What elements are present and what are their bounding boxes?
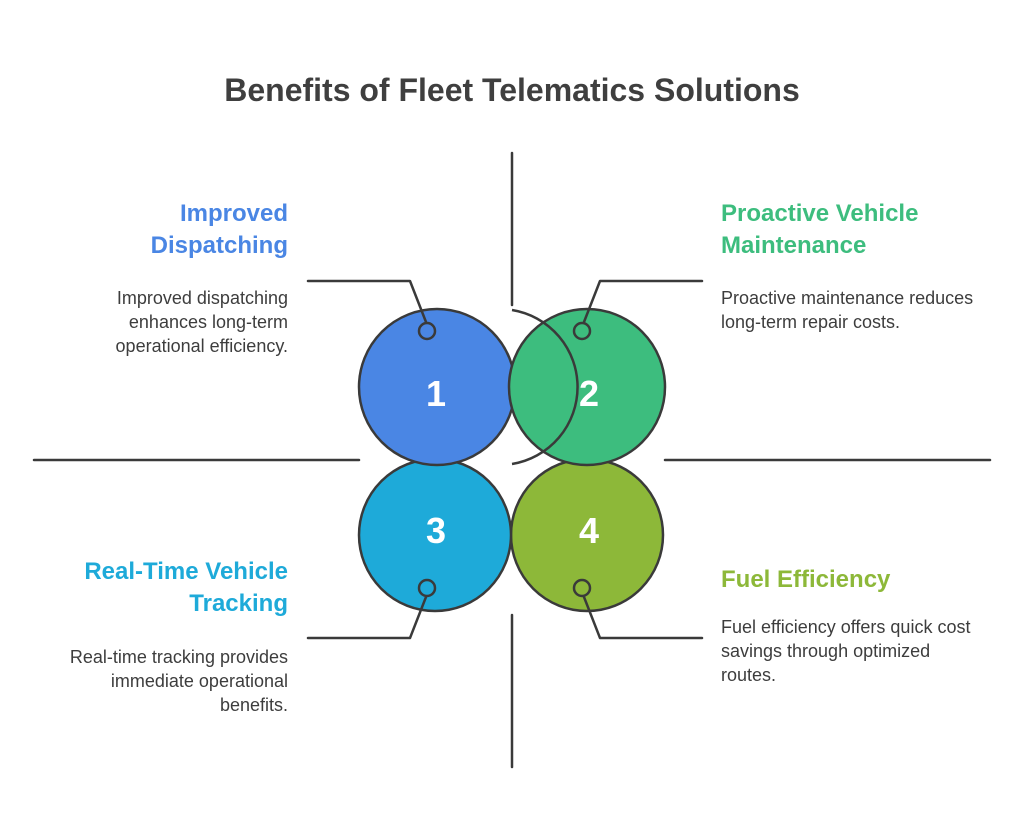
number-1: 1 (426, 373, 446, 414)
overlap-arc-1-2 (511, 308, 579, 466)
description-proactive-maintenance: Proactive maintenance reduces long-term … (721, 288, 974, 332)
connector-1 (306, 279, 428, 324)
heading-improved-dispatching: Improved Dispatching (150, 200, 288, 259)
connector-dot-4 (572, 578, 592, 598)
description-improved-dispatching: Improved dispatching enhances long-term … (115, 288, 288, 356)
number-4: 4 (579, 510, 599, 551)
diagram-title: Benefits of Fleet Telematics Solutions (224, 72, 800, 108)
description-real-time-tracking: Real-time tracking provides immediate op… (69, 647, 288, 715)
connector-3 (306, 595, 428, 640)
description-fuel-efficiency: Fuel efficiency offers quick cost saving… (721, 617, 971, 685)
connector-dot-1 (417, 321, 437, 341)
circle-2 (507, 307, 667, 467)
connector-2 (582, 279, 704, 324)
heading-real-time-tracking: Real-Time Vehicle Tracking (84, 558, 288, 617)
heading-fuel-efficiency: Fuel Efficiency (721, 566, 891, 593)
number-3: 3 (426, 510, 446, 551)
connector-4 (582, 595, 704, 640)
number-2: 2 (579, 373, 599, 414)
heading-proactive-maintenance: Proactive Vehicle Maintenance (721, 200, 919, 259)
connector-dot-2 (572, 321, 592, 341)
connector-dot-3 (417, 578, 437, 598)
